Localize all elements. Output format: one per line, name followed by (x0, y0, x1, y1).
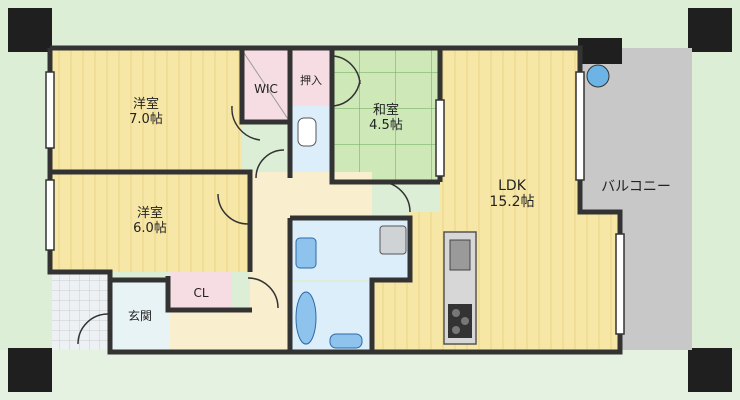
western-room-1 (52, 50, 242, 172)
bath-drain-icon (329, 333, 363, 349)
western-room-1-size: 7.0帖 (129, 112, 163, 127)
corner-block (688, 8, 732, 52)
kitchen-sink-icon (449, 239, 471, 271)
bathtub-icon (295, 291, 317, 345)
oshiire-label: 押入 (300, 73, 322, 87)
entrance-label: 玄関 (128, 308, 152, 323)
closet-label: CL (193, 286, 208, 300)
windows (45, 71, 625, 335)
balcony-drain-icon (586, 64, 610, 88)
ldk-name: LDK (498, 178, 527, 194)
western-room-2-name: 洋室 (137, 205, 163, 221)
washbasin-icon (379, 225, 407, 255)
ldk-size: 15.2帖 (489, 194, 534, 210)
door-swings (77, 55, 411, 345)
closet-cl (170, 272, 232, 310)
japanese-room-name: 和室 (373, 102, 399, 118)
corner-block (8, 8, 52, 52)
western-room-2 (52, 172, 250, 272)
wic-label: WIC (254, 82, 278, 96)
japanese-room-size: 4.5帖 (369, 118, 403, 133)
toilet-icon (297, 117, 317, 147)
entrance (110, 282, 170, 350)
japanese-room (332, 50, 440, 182)
washing-machine-icon (295, 237, 317, 269)
corner-block (8, 348, 52, 392)
oshiire-closet (292, 50, 332, 106)
balcony-label: バルコニー (601, 179, 671, 195)
corner-block (688, 348, 732, 392)
western-room-1-name: 洋室 (133, 96, 159, 112)
balcony-column (578, 38, 622, 64)
ldk (372, 50, 620, 350)
lower-band (0, 350, 740, 400)
western-room-2-size: 6.0帖 (133, 221, 167, 236)
porch (52, 272, 110, 350)
